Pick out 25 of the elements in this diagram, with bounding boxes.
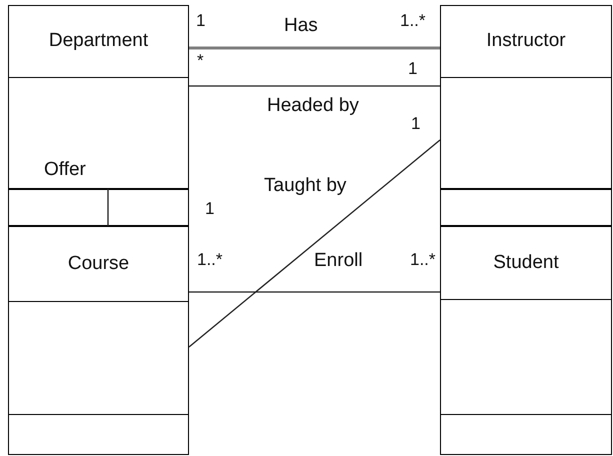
association-line [189,291,440,293]
class-name: Course [68,252,130,276]
association-line [189,85,440,87]
multiplicity-label: 1 [196,12,206,29]
edge-label: Taught by [263,176,348,195]
association-line [188,140,440,348]
association-line [107,189,109,226]
class-box [8,5,189,189]
class-box [8,226,189,455]
association-line [189,46,440,50]
multiplicity-label: 1..* [410,251,436,268]
class-name: Instructor [486,29,566,54]
edge-label: Offer [43,160,87,179]
multiplicity-label: * [197,52,204,69]
multiplicity-label: 1 [408,60,418,77]
multiplicity-label: 1 [205,200,214,217]
class-name: Department [48,29,148,54]
class-box [440,226,612,455]
multiplicity-label: 1..* [400,12,426,29]
class-box [440,5,612,189]
edge-label: Headed by [266,96,360,115]
multiplicity-label: 1..* [197,251,223,268]
multiplicity-label: 1 [411,115,420,132]
edge-label: Has [283,16,319,35]
class-name: Student [493,250,559,275]
